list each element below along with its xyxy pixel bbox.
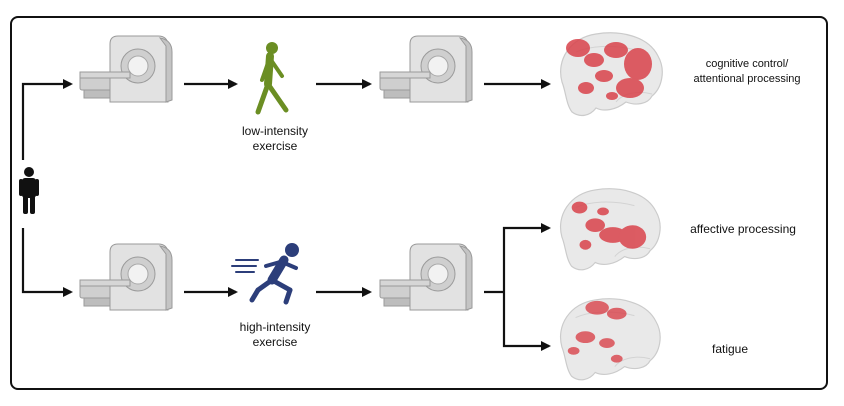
fatigue-text: fatigue (711, 342, 749, 356)
low-intensity-text: low-intensity (241, 124, 309, 138)
brain-activation-icon (559, 188, 661, 271)
cognitive-control-label: cognitive control/ attentional processin… (672, 57, 822, 87)
mri-scanner-icon (379, 243, 473, 311)
upper-branch-arrow (21, 79, 73, 160)
person-icon (19, 167, 39, 214)
branch-lines (21, 79, 73, 297)
lower-branch-arrow (21, 228, 73, 297)
high-intensity-label: high-intensity exercise (220, 320, 330, 350)
arrow (502, 292, 551, 351)
affective-processing-text: affective processing (690, 222, 796, 236)
exercise-text: exercise (252, 335, 298, 349)
brain-activation-icon (560, 32, 663, 117)
high-intensity-text: high-intensity (239, 320, 311, 334)
running-person-icon (231, 243, 299, 305)
mri-scanner-icon (79, 35, 173, 103)
brain-activation-icon (559, 298, 661, 381)
attentional-processing-text: attentional processing (693, 73, 801, 85)
mri-scanner-icon (379, 35, 473, 103)
cognitive-control-text: cognitive control/ (705, 58, 789, 70)
exercise-text: exercise (252, 139, 298, 153)
mri-scanner-icon (79, 243, 173, 311)
arrow (502, 223, 551, 292)
low-intensity-label: low-intensity exercise (220, 124, 330, 154)
fatigue-label: fatigue (680, 342, 780, 357)
walking-person-icon (255, 42, 289, 115)
affective-processing-label: affective processing (668, 222, 818, 237)
